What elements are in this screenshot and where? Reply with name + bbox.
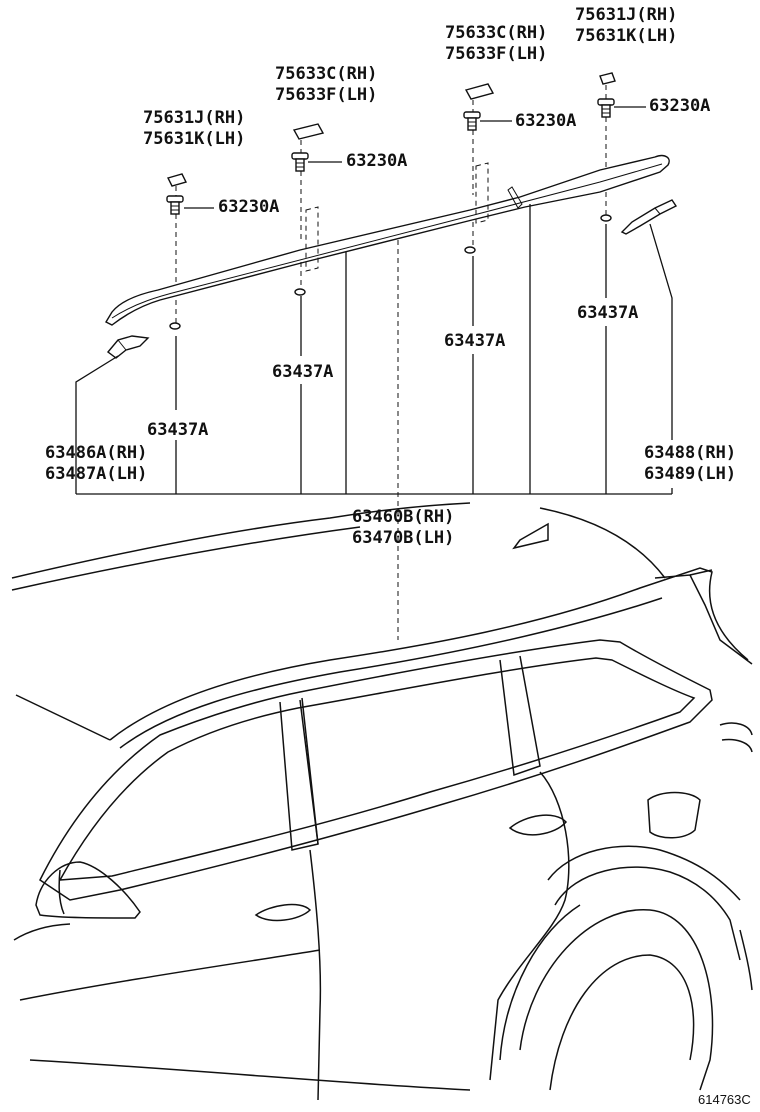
label-cap-mid-right-rh: 75633C(RH) (445, 23, 547, 43)
label-cap-rear-rh: 75631J(RH) (575, 5, 677, 25)
clip-icon (600, 214, 612, 222)
drawing-code: 614763C (698, 1092, 751, 1107)
clip-icon (464, 246, 476, 254)
label-clip-mid-right: 63437A (444, 331, 505, 351)
roof-rail (105, 154, 670, 326)
screw-icon (291, 152, 309, 172)
label-cap-front-rh: 75631J(RH) (143, 108, 245, 128)
label-clip-mid-left: 63437A (272, 362, 333, 382)
label-screw-4: 63230A (649, 96, 710, 116)
label-rack-lh: 63470B(LH) (352, 528, 454, 548)
label-front-cover-lh: 63487A(LH) (45, 464, 147, 484)
label-rear-cover-rh: 63488(RH) (644, 443, 736, 463)
label-cap-rear-lh: 75631K(LH) (575, 26, 677, 46)
label-clip-rear: 63437A (577, 303, 638, 323)
label-rack-rh: 63460B(RH) (352, 507, 454, 527)
screw-icon (463, 111, 481, 131)
rear-end-cover (620, 199, 678, 235)
cap-front (166, 173, 188, 187)
clip-icon (169, 322, 181, 330)
label-front-cover-rh: 63486A(RH) (45, 443, 147, 463)
part-labels: 75631J(RH) 75631K(LH) 75633C(RH) 75633F(… (45, 5, 751, 1107)
leader-lines (75, 106, 673, 640)
vehicle-body (11, 502, 753, 1101)
label-rear-cover-lh: 63489(LH) (644, 464, 736, 484)
cap-rear (599, 72, 616, 85)
label-clip-front: 63437A (147, 420, 208, 440)
label-screw-3: 63230A (515, 111, 576, 131)
cap-mid-left (292, 123, 325, 140)
label-screw-1: 63230A (218, 197, 279, 217)
roof-rail-assembly (105, 72, 678, 359)
cap-mid-right (464, 83, 495, 100)
label-cap-mid-right-lh: 75633F(LH) (445, 44, 547, 64)
screw-icon (597, 98, 615, 118)
clip-icon (294, 288, 306, 296)
label-cap-front-lh: 75631K(LH) (143, 129, 245, 149)
label-cap-mid-left-rh: 75633C(RH) (275, 64, 377, 84)
label-screw-2: 63230A (346, 151, 407, 171)
label-cap-mid-left-lh: 75633F(LH) (275, 85, 377, 105)
front-end-cover (106, 335, 150, 359)
screw-icon (166, 195, 184, 215)
